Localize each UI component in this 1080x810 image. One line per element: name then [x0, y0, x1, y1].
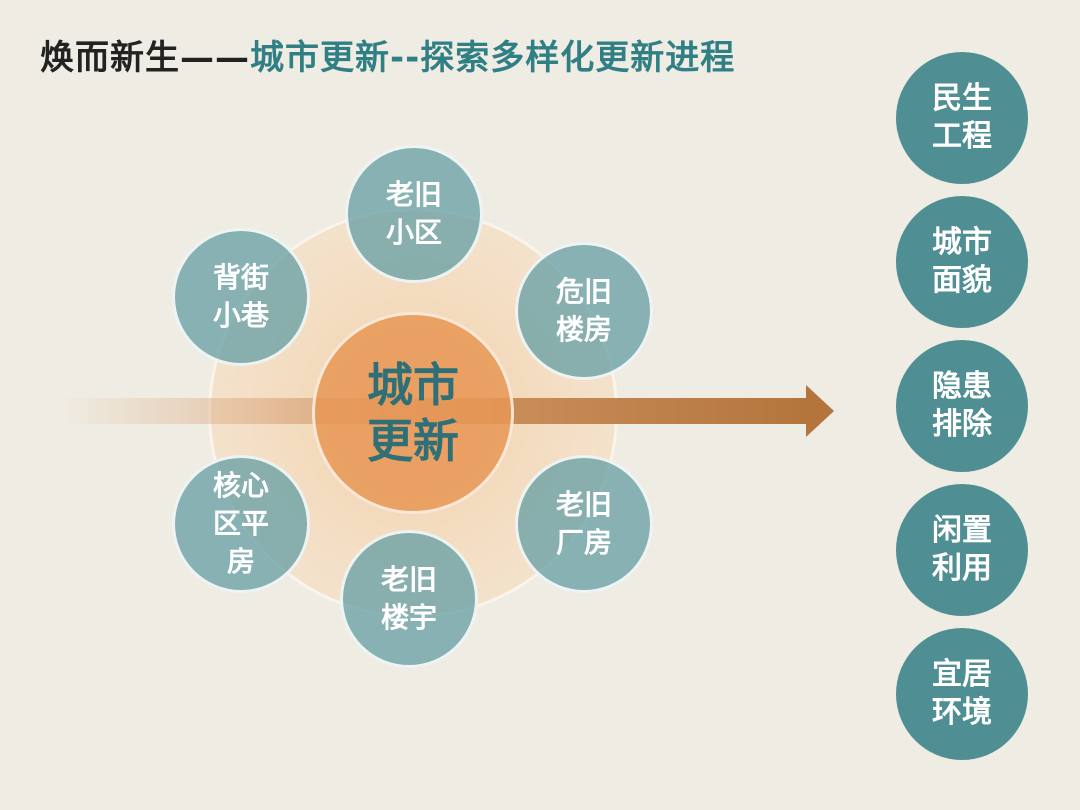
title-main: 城市更新--探索多样化更新进程: [250, 38, 736, 78]
petal-label: 背街小巷: [212, 261, 269, 332]
petal-old-community: 老旧小区: [345, 145, 483, 283]
goal-label: 隐患排除: [932, 369, 992, 442]
petal-dilapidated-buildings: 危旧楼房: [515, 242, 653, 380]
petal-old-factories: 老旧厂房: [515, 455, 653, 593]
petal-label: 核心区平房: [212, 469, 269, 578]
petal-label: 老旧楼宇: [380, 563, 437, 634]
page-title: 焕而新生——城市更新--探索多样化更新进程: [40, 30, 735, 79]
goal-livable-environment: 宜居环境: [896, 628, 1028, 760]
progress-arrow-head: [806, 385, 834, 437]
goal-label: 民生工程: [932, 81, 992, 154]
petal-label: 老旧小区: [385, 178, 442, 249]
goal-hazard-removal: 隐患排除: [896, 340, 1028, 472]
petal-back-alleys: 背街小巷: [172, 228, 310, 366]
goal-label: 宜居环境: [932, 657, 992, 730]
goal-city-appearance: 城市面貌: [896, 196, 1028, 328]
petal-label: 老旧厂房: [555, 488, 612, 559]
title-prefix: 焕而新生——: [40, 38, 250, 78]
petal-label: 危旧楼房: [555, 275, 612, 346]
goal-label: 城市面貌: [932, 225, 992, 298]
center-label: 城市更新: [367, 358, 459, 468]
goal-livelihood: 民生工程: [896, 52, 1028, 184]
center-circle: 城市更新: [312, 312, 514, 514]
petal-old-office-buildings: 老旧楼宇: [340, 530, 478, 668]
goal-label: 闲置利用: [932, 513, 992, 586]
goal-idle-utilization: 闲置利用: [896, 484, 1028, 616]
goals-column: 民生工程 城市面貌 隐患排除 闲置利用 宜居环境: [896, 52, 1028, 772]
petal-core-bungalows: 核心区平房: [172, 455, 310, 593]
